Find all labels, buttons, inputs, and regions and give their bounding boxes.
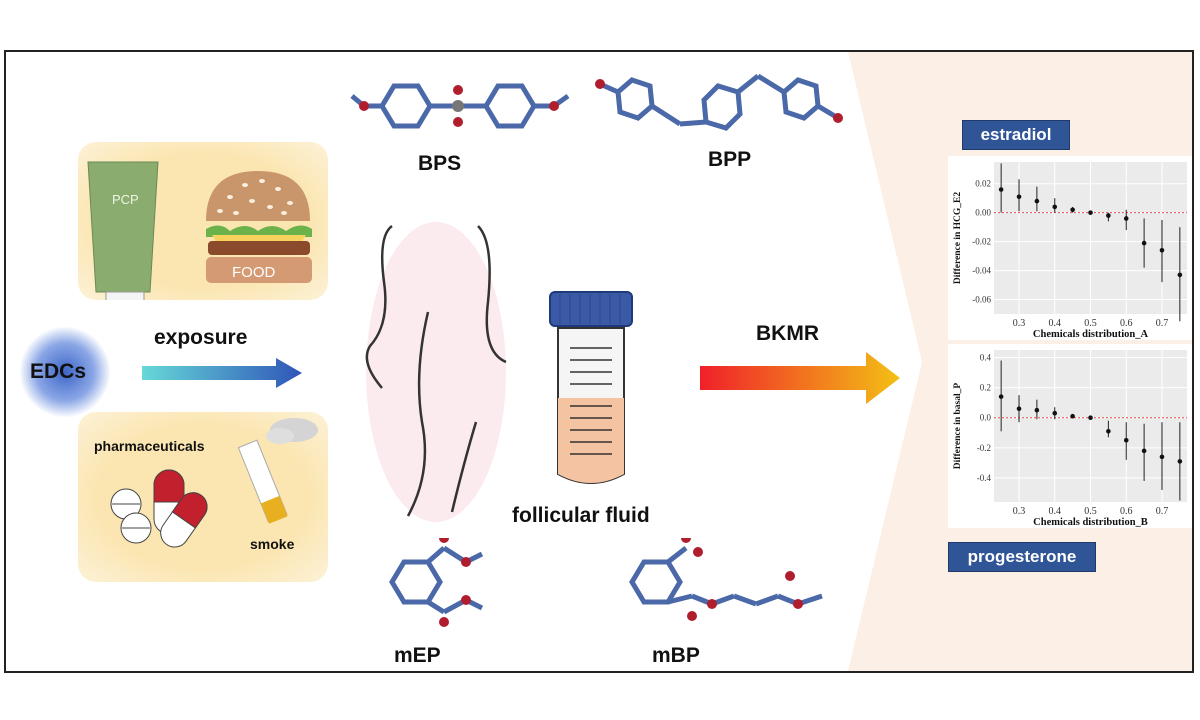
mep-molecule-icon <box>389 538 484 627</box>
y-axis-label: Difference in basal_P <box>953 383 963 470</box>
x-tick-label: 0.3 <box>1013 318 1026 329</box>
x-axis-label: Chemicals distribution_B <box>1033 517 1148 528</box>
x-tick-label: 0.4 <box>1049 506 1062 517</box>
data-point <box>1052 410 1058 416</box>
x-tick-label: 0.5 <box>1084 318 1097 329</box>
data-point <box>1034 198 1040 204</box>
pcp-label: PCP <box>112 192 139 207</box>
follicular-fluid-tube-icon <box>549 291 633 484</box>
progesterone-chart: 0.3 0.4 0.5 0.6 0.7 0.4 0.2 0.0 -0.2 -0.4Chemical… <box>948 344 1192 528</box>
data-point <box>1106 428 1111 434</box>
data-point <box>1123 437 1129 443</box>
data-point <box>1123 216 1129 221</box>
data-point <box>1159 454 1165 460</box>
exposure-label: exposure <box>154 326 248 349</box>
bpp-molecule-icon <box>595 73 843 131</box>
y-tick-label: -0.02 <box>972 237 991 247</box>
y-tick-label: -0.06 <box>972 295 991 305</box>
y-axis-label: Difference in HCG_E2 <box>953 192 963 284</box>
pharmaceuticals-label: pharmaceuticals <box>94 438 205 454</box>
y-tick-label: 0.02 <box>975 179 991 189</box>
female-body-icon <box>365 222 507 522</box>
y-tick-label: 0.00 <box>975 208 991 218</box>
y-tick-label: -0.4 <box>977 473 992 483</box>
plot-area: 0.3 0.4 0.5 0.6 0.7 0.4 0.2 0.0 -0.2 -0.4 <box>977 350 1187 517</box>
food-label: FOOD <box>232 264 276 281</box>
data-point <box>1052 204 1058 210</box>
bpp-label: BPP <box>708 148 752 171</box>
mbp-molecule-icon <box>629 538 823 621</box>
x-tick-label: 0.7 <box>1156 318 1169 329</box>
data-point <box>1070 413 1075 419</box>
edcs-glow <box>20 327 110 417</box>
data-point <box>1141 448 1147 454</box>
y-tick-label: 0.2 <box>980 383 991 393</box>
x-tick-label: 0.5 <box>1084 506 1097 517</box>
pcp-tube-icon <box>87 161 159 300</box>
burger-icon <box>206 171 312 283</box>
data-point <box>1088 210 1093 215</box>
bkmr-label: BKMR <box>756 322 819 345</box>
data-point <box>1141 240 1147 246</box>
figure-frame: PCP FOOD EDCs exposure pharmaceuticals <box>4 50 1194 673</box>
x-axis-label: Chemicals distribution_A <box>1033 329 1149 340</box>
follicular-fluid-label: follicular fluid <box>512 504 650 527</box>
data-point <box>1106 213 1111 218</box>
x-tick-label: 0.6 <box>1120 318 1133 329</box>
data-point <box>1159 248 1165 253</box>
x-tick-label: 0.6 <box>1120 506 1133 517</box>
bkmr-arrow <box>700 352 900 404</box>
bps-label: BPS <box>418 152 462 175</box>
data-point <box>1016 194 1022 200</box>
data-point <box>1088 415 1093 421</box>
edcs-label: EDCs <box>30 360 87 383</box>
cigarette-icon <box>237 418 318 524</box>
data-point <box>998 187 1004 192</box>
data-point <box>1177 459 1183 464</box>
x-tick-label: 0.7 <box>1156 506 1169 517</box>
x-tick-label: 0.4 <box>1049 318 1062 329</box>
y-tick-label: 0.0 <box>980 413 992 423</box>
data-point <box>1177 272 1183 278</box>
y-tick-label: -0.04 <box>972 266 991 276</box>
estradiol-chart: 0.3 0.4 0.5 0.6 0.7 0.02 0.00 -0.02 -0.04 -0.06Ch… <box>948 156 1192 340</box>
data-point <box>998 394 1004 399</box>
plot-area: 0.3 0.4 0.5 0.6 0.7 0.02 0.00 -0.02 -0.04 -0.06 <box>972 162 1187 329</box>
smoke-label: smoke <box>250 536 295 552</box>
data-point <box>1034 407 1040 413</box>
progesterone-label-box: progesterone <box>948 542 1096 572</box>
y-tick-label: 0.4 <box>980 353 992 363</box>
mep-label: mEP <box>394 644 441 667</box>
mbp-label: mBP <box>652 644 700 667</box>
estradiol-label-box: estradiol <box>962 120 1070 150</box>
y-tick-label: -0.2 <box>977 443 991 453</box>
pills-icon <box>110 469 208 548</box>
exposure-arrow <box>142 358 302 388</box>
bps-molecule-icon <box>350 83 570 129</box>
data-point <box>1070 207 1075 213</box>
data-point <box>1016 406 1022 411</box>
x-tick-label: 0.3 <box>1013 506 1026 517</box>
